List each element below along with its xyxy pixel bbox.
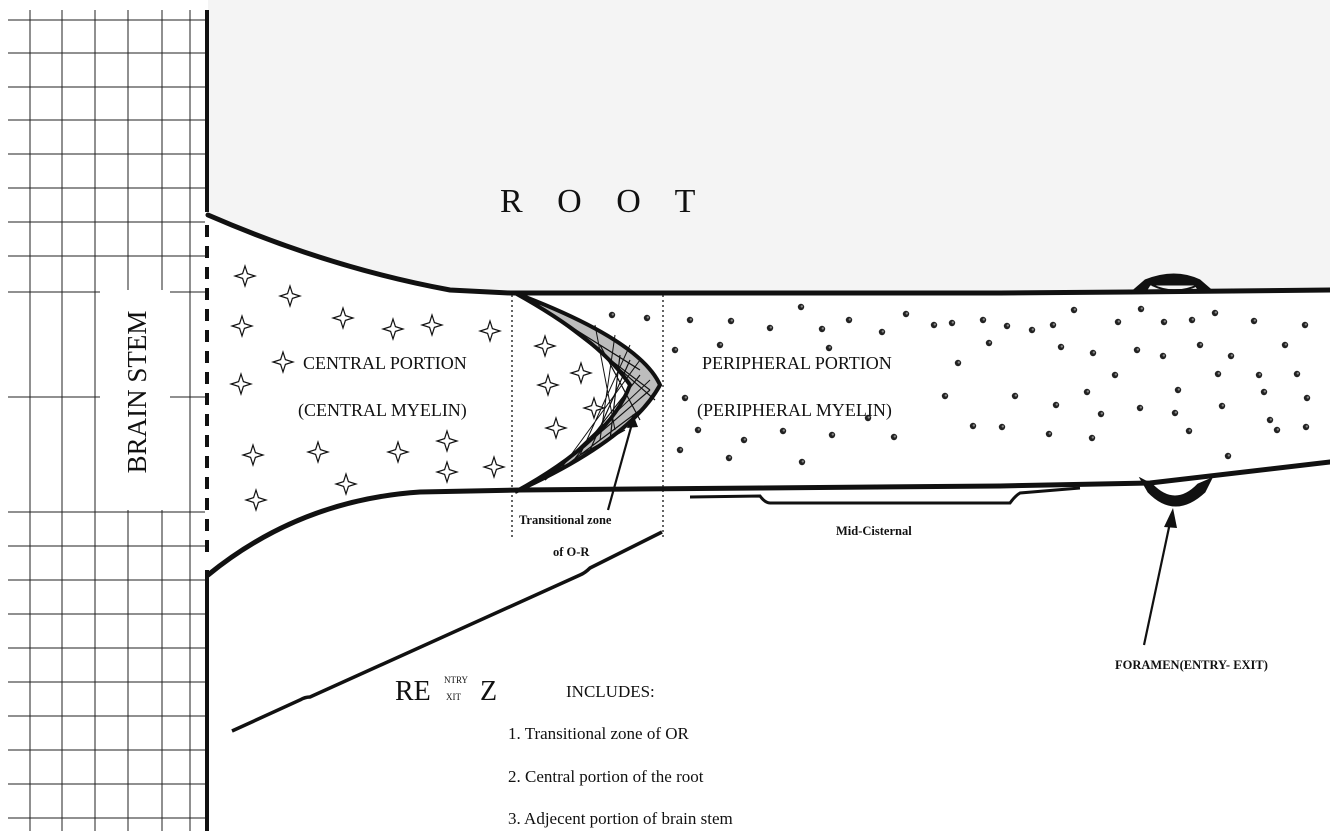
central-myelin-label: (CENTRAL MYELIN): [298, 400, 467, 421]
brain-stem-label: BRAIN STEM: [122, 311, 152, 474]
transitional-zone-chevron: [515, 293, 660, 492]
rez-label-subscript: XIT: [446, 692, 461, 702]
root-title: R O O T: [500, 183, 696, 220]
central-portion-label: CENTRAL PORTION: [303, 353, 467, 373]
includes-item-1: 1. Transitional zone of OR: [508, 724, 690, 743]
rez-label: RE NTRY XIT Z: [395, 675, 497, 707]
peripheral-myelin-label: (PERIPHERAL MYELIN): [697, 400, 892, 421]
foramen-arrow: [1144, 508, 1177, 645]
includes-item-3: 3. Adjecent portion of brain stem: [508, 809, 733, 828]
rez-label-superscript: NTRY: [444, 675, 469, 685]
peripheral-portion-label: PERIPHERAL PORTION: [702, 353, 892, 373]
mid-cisternal-label: Mid-Cisternal: [836, 524, 912, 538]
includes-item-2: 2. Central portion of the root: [508, 767, 704, 786]
transitional-zone-label-line1: Transitional zone: [519, 513, 612, 527]
foramen-label: FORAMEN(ENTRY- EXIT): [1115, 658, 1268, 672]
rez-label-z: Z: [480, 676, 497, 707]
root-background: [208, 0, 1330, 293]
rez-label-re: RE: [395, 676, 431, 707]
transitional-zone-label-line2: of O-R: [553, 545, 590, 559]
includes-heading: INCLUDES:: [566, 682, 655, 701]
peripheral-myelin-dots: [609, 304, 1310, 465]
